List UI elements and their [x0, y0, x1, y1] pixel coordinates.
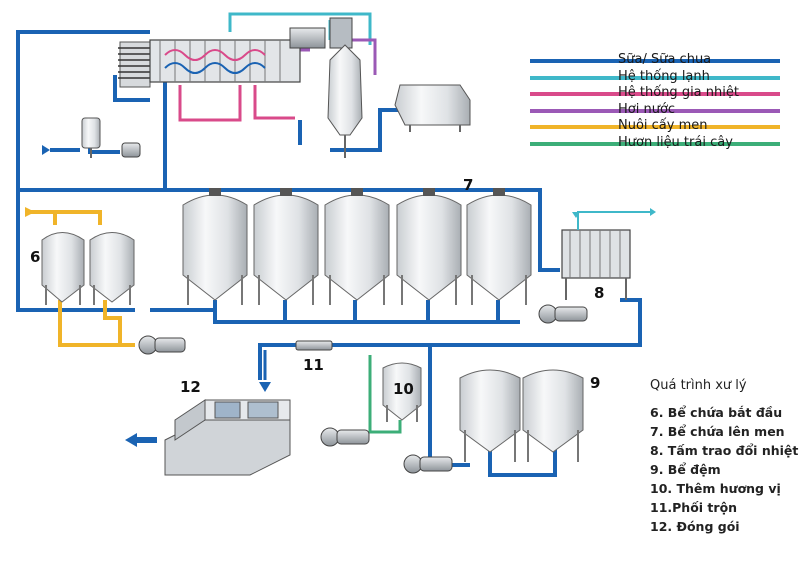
inline-mixer [295, 340, 333, 351]
fermentation-tank [324, 188, 390, 305]
output-arrow [125, 433, 157, 447]
culture-inlet-arrow [25, 207, 35, 217]
legend-line-culture [530, 125, 780, 129]
legend-line-cooling [530, 75, 780, 80]
fermentation-tank [466, 188, 532, 305]
process-step: 8. Tấm trao đổi nhiệt [650, 443, 799, 458]
label-starter-tanks: 6 [30, 248, 41, 266]
legend-label-fruit: Hươn liệu trái cây [618, 134, 733, 150]
legend-label-milk: Sữa/ Sữa chua [618, 52, 712, 67]
fermentation-tanks [182, 188, 532, 305]
fermentation-tank [253, 188, 319, 305]
buffer-tanks [459, 369, 584, 462]
fermentation-tank [396, 188, 462, 305]
process-step: 7. Bể chứa lên men [650, 424, 785, 439]
fermentation-pump [538, 304, 588, 324]
starter-tanks [41, 232, 135, 305]
plate-heat-exchanger-main [149, 39, 301, 83]
starter-tank [89, 232, 135, 305]
legend-label-cooling: Hệ thống lạnh [618, 68, 710, 84]
coil-heater [118, 41, 152, 88]
label-mixer: 11 [303, 356, 324, 374]
top-pump [121, 142, 141, 158]
legend-line-milk [530, 59, 780, 63]
deaerator-vessel [327, 44, 363, 158]
process-step: 11.Phối trộn [650, 500, 738, 515]
process-step: 10. Thêm hương vị [650, 481, 781, 496]
plate-heat-exchanger [561, 208, 656, 300]
legend: Sữa/ Sữa chua Hệ thống lạnh Hệ thống gia… [530, 52, 790, 151]
legend-item-steam: Hơi nước [530, 102, 790, 119]
fermentation-tank [182, 188, 248, 305]
label-packaging: 12 [180, 378, 201, 396]
legend-item-milk: Sữa/ Sữa chua [530, 52, 790, 69]
process-step: 9. Bể đệm [650, 462, 721, 477]
legend-item-fruit: Hươn liệu trái cây [530, 135, 790, 152]
small-feed-tank [81, 117, 101, 158]
buffer-pump [403, 454, 453, 474]
buffer-tank [522, 369, 584, 462]
legend-label-culture: Nuôi cấy men [618, 118, 708, 133]
label-flavor-tank: 10 [393, 380, 414, 398]
process-steps: Quá trình xư lý 6. Bể chứa bắt đầu 7. Bể… [650, 378, 798, 536]
holding-tube [394, 84, 471, 132]
legend-item-cooling: Hệ thống lạnh [530, 69, 790, 86]
label-buffer-tanks: 9 [590, 374, 601, 392]
process-step: 12. Đóng gói [650, 519, 740, 534]
flavor-pump [320, 427, 370, 447]
legend-item-culture: Nuôi cấy men [530, 118, 790, 135]
buffer-tank [459, 369, 521, 462]
legend-label-steam: Hơi nước [618, 101, 676, 117]
label-heat-exchanger: 8 [594, 284, 605, 302]
legend-line-heating [530, 92, 780, 96]
flavor-tank [382, 362, 422, 422]
legend-line-steam [530, 108, 780, 113]
fruit-flavor-pipes [368, 355, 402, 434]
starter-tank [41, 232, 85, 305]
legend-label-heating: Hệ thống gia nhiệt [618, 85, 739, 100]
label-fermentation-tanks: 7 [463, 176, 474, 194]
legend-item-heating: Hệ thống gia nhiệt [530, 85, 790, 102]
legend-line-fruit [530, 141, 780, 146]
homogenizer [289, 17, 353, 49]
packaging-machine [164, 350, 291, 476]
process-title: Quá trình xư lý [650, 378, 747, 393]
inlet-arrow [42, 145, 50, 155]
process-step: 6. Bể chứa bắt đầu [650, 405, 783, 420]
starter-pump [138, 335, 186, 355]
